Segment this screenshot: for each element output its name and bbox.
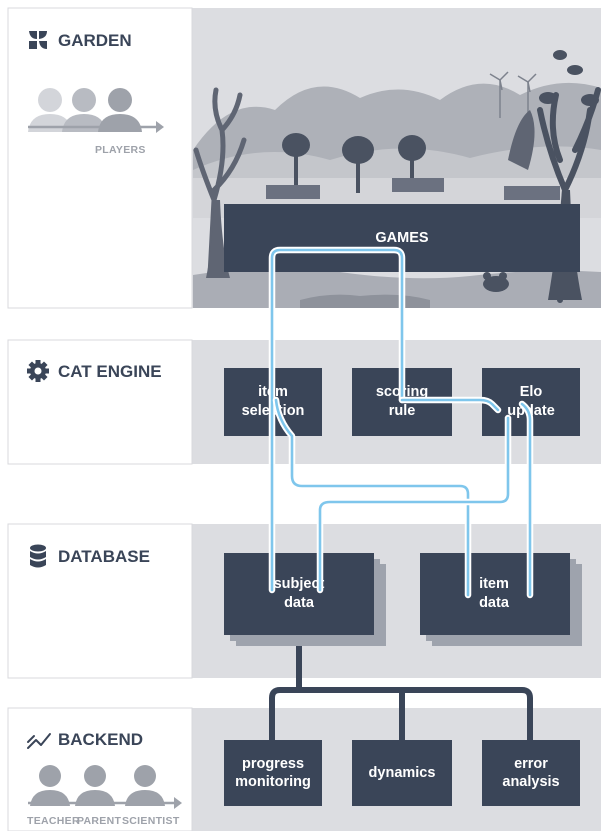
flow-games-loop [270, 248, 404, 592]
cat-engine-label-panel [7, 339, 193, 465]
role-scientist: SCIENTIST [122, 815, 180, 827]
error-analysis-box: error analysis [482, 740, 580, 806]
subject-data-box: subject data [224, 553, 386, 646]
cat-engine-title: CAT ENGINE [58, 362, 162, 381]
player-avatars-icon [28, 88, 164, 133]
flow-elo-to-item-data [520, 402, 532, 597]
dynamics-label: dynamics [369, 765, 436, 781]
item-data-label-line1: item [479, 576, 509, 592]
subject-data-label-line1: subject [274, 576, 325, 592]
database-title: DATABASE [58, 547, 150, 566]
subject-data-label-line2: data [284, 595, 315, 611]
role-parent: PARENT [77, 815, 121, 827]
error-analysis-label-line1: error [514, 756, 548, 772]
scoring-rule-label-line2: rule [389, 403, 416, 419]
pinwheel-icon [29, 31, 47, 49]
item-data-label-line2: data [479, 595, 510, 611]
database-icon [30, 544, 46, 568]
person-avatars-icon [28, 765, 182, 809]
progress-monitoring-box: progress monitoring [224, 740, 322, 806]
dynamics-box: dynamics [352, 740, 452, 806]
error-analysis-label-line2: analysis [502, 774, 559, 790]
games-box: GAMES [224, 204, 580, 272]
data-flow-lines [268, 246, 534, 599]
backend-title: BACKEND [58, 730, 143, 749]
games-label: GAMES [375, 230, 429, 246]
garden-landscape-illustration [193, 50, 601, 308]
flow-item-selection-to-item-data [274, 398, 470, 597]
garden-title: GARDEN [58, 31, 132, 50]
progress-monitoring-label-line1: progress [242, 756, 304, 772]
gear-icon [27, 360, 49, 382]
progress-monitoring-label-line2: monitoring [235, 774, 311, 790]
flow-scoring-to-elo [400, 398, 500, 412]
garden-label-panel [7, 7, 193, 309]
flow-elo-to-subject-data [318, 416, 510, 592]
role-teacher: TEACHER [27, 815, 80, 827]
elo-update-label-line1: Elo [520, 384, 543, 400]
item-data-box: item data [420, 553, 582, 646]
players-caption: PLAYERS [95, 144, 146, 156]
trend-line-icon [27, 733, 51, 749]
